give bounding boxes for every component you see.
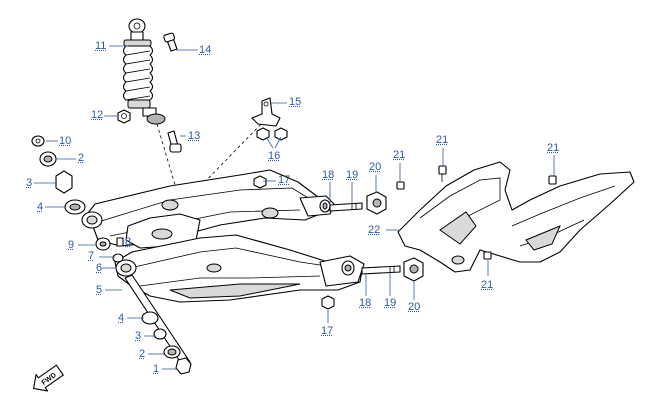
- cross-plate: [125, 213, 201, 249]
- bushing-stack-left: [31, 135, 86, 215]
- callout-13: 13: [188, 130, 201, 142]
- callout-11: 11: [95, 40, 107, 52]
- upper-swing-arm: [81, 169, 335, 247]
- callout-21-c: 21: [547, 142, 560, 154]
- nut-12: [117, 109, 131, 124]
- lower-swing-arm: [114, 234, 365, 303]
- nut-20-lower: [403, 257, 424, 282]
- shock-absorber: [122, 18, 166, 125]
- callout-2-lower: 2: [139, 348, 146, 360]
- callout-3-lower: 3: [135, 330, 142, 342]
- callout-15: 15: [289, 96, 302, 108]
- screws-21: [396, 165, 557, 260]
- callout-18-upper: 18: [322, 169, 335, 181]
- callout-17-lower: 17: [321, 325, 334, 337]
- axle-lower: [361, 265, 401, 275]
- bolt-14: [163, 32, 178, 52]
- callout-3-upper: 3: [26, 177, 33, 189]
- callout-5: 5: [96, 284, 103, 296]
- callout-12: 12: [91, 109, 104, 121]
- callout-21-b: 21: [436, 134, 449, 146]
- callout-21-a: 21: [393, 149, 406, 161]
- callout-6: 6: [96, 262, 103, 274]
- callout-16: 16: [268, 150, 281, 162]
- callout-7: 7: [88, 250, 95, 262]
- pivot-bolt: [124, 274, 192, 375]
- bolt-17-lower: [321, 295, 335, 310]
- leader-lines: [34, 45, 555, 370]
- bolt-13: [167, 130, 182, 153]
- nut-20-upper: [366, 191, 387, 215]
- callout-19-upper: 19: [346, 169, 359, 181]
- callout-18-lower: 18: [359, 297, 372, 309]
- callout-8: 8: [125, 236, 132, 248]
- forward-direction-icon: FWD: [33, 364, 64, 392]
- callout-19-lower: 19: [384, 297, 397, 309]
- callout-10: 10: [59, 135, 72, 147]
- bolts-16: [256, 127, 288, 141]
- callout-14: 14: [199, 44, 212, 56]
- callout-9: 9: [68, 239, 75, 251]
- bracket-15: [251, 97, 281, 127]
- callout-4-upper: 4: [37, 201, 44, 213]
- callout-2-upper: 2: [78, 152, 85, 164]
- chain-guard: [397, 161, 635, 273]
- callout-20-upper: 20: [369, 161, 382, 173]
- callout-17-upper: 17: [278, 174, 291, 186]
- callout-1: 1: [153, 363, 160, 375]
- axle-upper: [329, 202, 363, 212]
- spacers-left: [95, 237, 124, 263]
- bolt-17-upper: [253, 175, 267, 189]
- callout-21-d: 21: [481, 279, 494, 291]
- callout-4-lower: 4: [118, 312, 125, 324]
- callout-22: 22: [368, 224, 381, 236]
- callout-20-lower: 20: [408, 301, 421, 313]
